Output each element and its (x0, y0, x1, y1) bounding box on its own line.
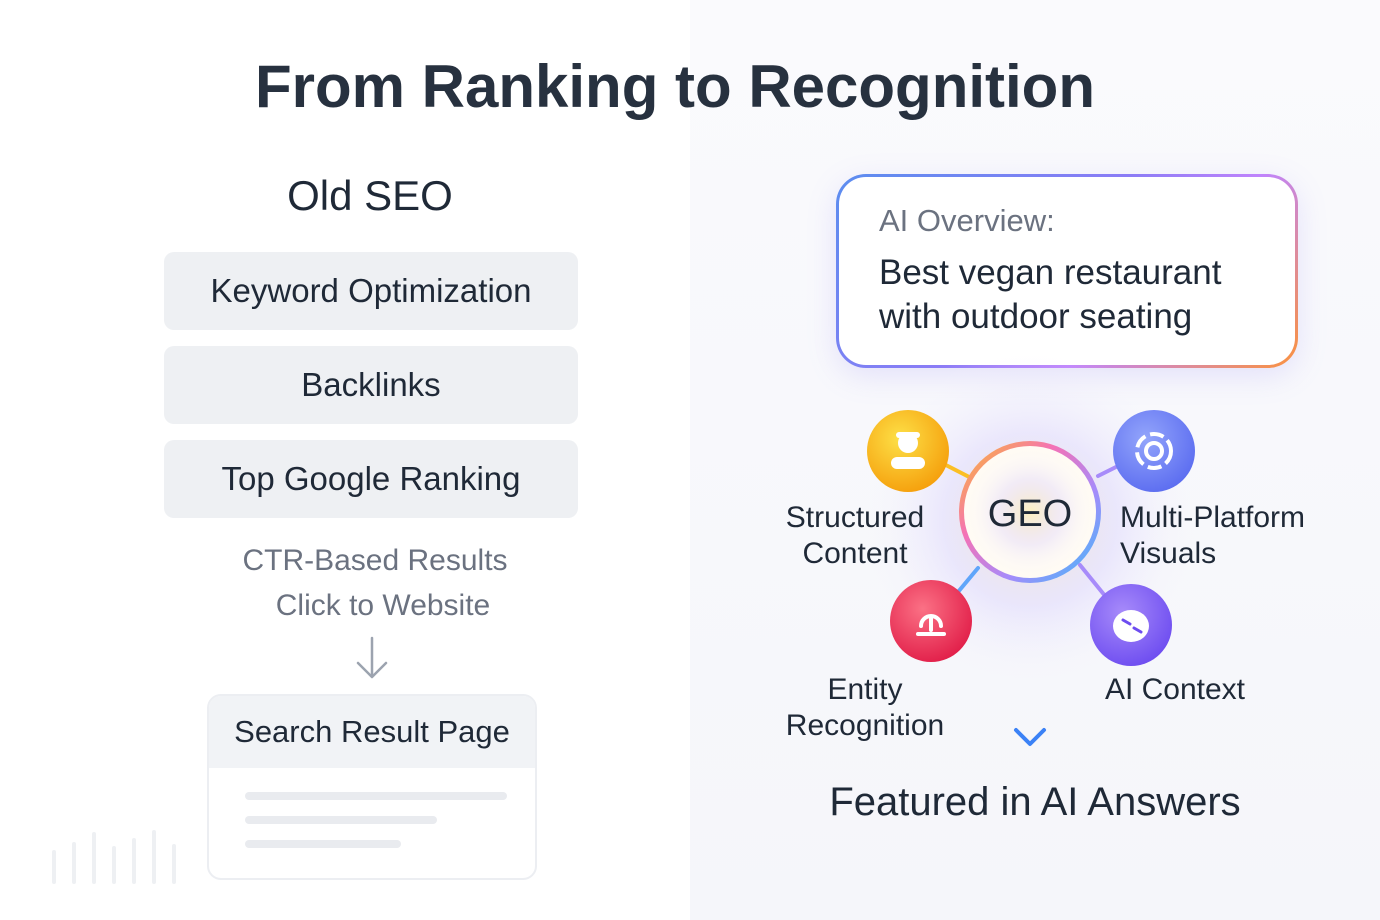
ai-overview-label: AI Overview: (879, 203, 1055, 238)
arrow-down-icon (356, 636, 388, 679)
geo-label: GEO (988, 493, 1072, 535)
structured-content-label: Structured Content (785, 501, 925, 570)
user-icon (891, 432, 925, 469)
decorative-bars-icon (52, 830, 176, 884)
ai-overview-query: Best vegan restaurant with outdoor seati… (879, 253, 1222, 336)
click-note: Click to Website (275, 589, 491, 622)
ai-overview-card: AI Overview: Best vegan restaurant with … (836, 174, 1298, 368)
ctr-note: CTR-Based Results (242, 544, 508, 577)
arrow-down-icon (1014, 728, 1046, 746)
entity-recognition-label: Entity Recognition (785, 673, 945, 742)
geo-center-tint (964, 446, 1096, 578)
old-seo-item-keyword: Keyword Optimization (164, 252, 578, 330)
page-title: From Ranking to Recognition (255, 53, 1095, 120)
target-icon (1135, 432, 1173, 470)
serp-line (245, 816, 437, 824)
serp-line (245, 840, 401, 848)
multi-platform-label: Multi-Platform Visuals (1120, 501, 1306, 570)
search-result-page-card: Search Result Page (207, 694, 537, 880)
old-seo-item-backlinks: Backlinks (164, 346, 578, 424)
pin-icon (916, 614, 946, 636)
old-seo-item-ranking: Top Google Ranking (164, 440, 578, 518)
ai-context-label: AI Context (1104, 673, 1246, 706)
multi-platform-node (1113, 410, 1195, 492)
serp-line (245, 792, 507, 800)
serp-header: Search Result Page (209, 696, 535, 768)
featured-in-ai-answers: Featured in AI Answers (829, 780, 1241, 824)
face-icon (1113, 610, 1149, 642)
old-seo-heading: Old SEO (287, 172, 453, 219)
